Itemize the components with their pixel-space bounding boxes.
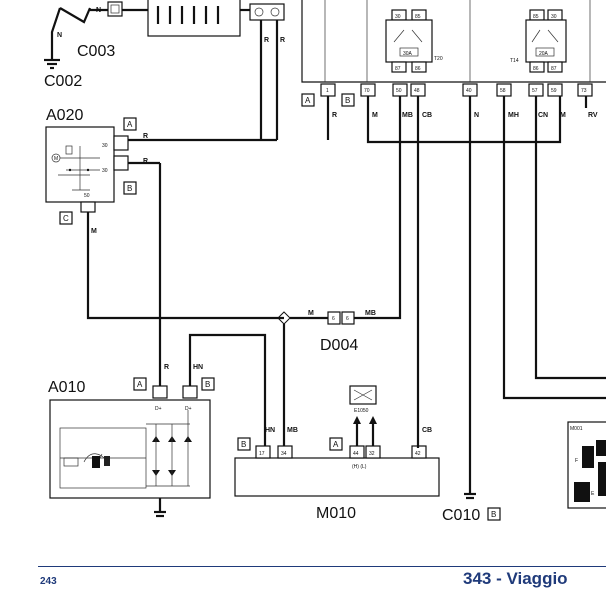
relay-t14-label: T14 — [510, 58, 519, 64]
pin-upper-57: 57 — [532, 88, 538, 94]
wire-label-n-pin40: N — [474, 112, 479, 119]
wire-label-hn-m010: HN — [265, 427, 275, 434]
tag-module-b: B — [345, 96, 350, 105]
pin-a020-50: 50 — [84, 193, 90, 199]
relay-t20-fuse: 30A — [403, 51, 413, 57]
wire-label-m-pin59: M — [560, 112, 566, 119]
m001-pin-e: E — [591, 491, 595, 497]
page-number: 243 — [40, 576, 57, 587]
wire-label-cb-m010: CB — [422, 427, 432, 434]
relay-t14-fuse: 20A — [539, 51, 549, 57]
battery-block — [147, 0, 250, 37]
relay-t14-pin-85: 85 — [533, 14, 539, 20]
pin-upper-70: 70 — [364, 88, 370, 94]
component-label-d004: D004 — [320, 337, 358, 354]
relay-t14-pin-30: 30 — [551, 14, 557, 20]
d004-pin-left: 6 — [332, 316, 335, 322]
relay-t20 — [385, 9, 433, 73]
pin-upper-73: 73 — [581, 88, 587, 94]
m010-pin-32: 32 — [369, 451, 375, 457]
wire-label-r-a020-mid: R — [143, 158, 148, 165]
relay-t14 — [525, 9, 567, 73]
diagnostic-e1050 — [349, 385, 377, 446]
wire-label-cn-pin57: CN — [538, 112, 548, 119]
pin-upper-58: 58 — [500, 88, 506, 94]
pin-upper-48: 48 — [414, 88, 420, 94]
relay-t20-pin-30: 30 — [395, 14, 401, 20]
m010-pin-42: 42 — [415, 451, 421, 457]
relay-t20-pin-86: 86 — [415, 66, 421, 72]
wire-label-mb-m010: MB — [287, 427, 298, 434]
wire-label-r-right: R — [280, 37, 285, 44]
component-label-c003: C003 — [77, 43, 115, 60]
wire-label-mb-pin50: MB — [402, 112, 413, 119]
page-title: 343 - Viaggio — [463, 569, 568, 588]
m001-label: M001 — [570, 426, 583, 432]
tag-a020-b: B — [127, 184, 132, 193]
wire-label-r-a010: R — [164, 364, 169, 371]
relay-t20-pin-85: 85 — [415, 14, 421, 20]
wire-label-r-left: R — [264, 37, 269, 44]
tag-a010-a: A — [137, 380, 143, 389]
relay-a020: M — [45, 126, 129, 203]
tag-a020-c: C — [63, 214, 69, 223]
d004-pin-right: 6 — [346, 316, 349, 322]
m010-pin-34: 34 — [281, 451, 287, 457]
component-label-a010: A010 — [48, 379, 85, 396]
wire-label-r-pin1: R — [332, 112, 337, 119]
pin-upper-40: 40 — [466, 88, 472, 94]
footer-rule — [38, 566, 606, 567]
wire-label-r-a020-top: R — [143, 133, 148, 140]
tag-m010-b: B — [241, 440, 246, 449]
ground-c002 — [44, 7, 62, 70]
component-label-m010: M010 — [316, 505, 356, 522]
pin-a020-30-mid: 30 — [102, 168, 108, 174]
a010-terminal-d-plus-left: D+ — [155, 406, 162, 412]
fuse-connector — [249, 3, 285, 140]
svg-text:M: M — [54, 156, 58, 162]
wire-label-hn-a010: HN — [193, 364, 203, 371]
wire-label-m-a020: M — [91, 228, 97, 235]
wire-label-mh-pin58: MH — [508, 112, 519, 119]
pin-upper-59: 59 — [551, 88, 557, 94]
tag-module-a: A — [305, 96, 311, 105]
component-m001 — [567, 421, 606, 509]
relay-t20-pin-87: 87 — [395, 66, 401, 72]
m010-pin-17: 17 — [259, 451, 265, 457]
ecu-m010 — [234, 445, 440, 497]
wire-label-n-top: N — [96, 7, 101, 14]
a010-terminal-d-plus-right: D+ — [185, 406, 192, 412]
wire-label-mb-d004: MB — [365, 310, 376, 317]
relay-t14-pin-87: 87 — [551, 66, 557, 72]
wire-label-n: N — [57, 32, 62, 39]
wire-label-rv-pin73: RV — [588, 112, 598, 119]
m010-pin-44: 44 — [353, 451, 359, 457]
component-label-e1050: E1050 — [354, 408, 369, 414]
wire-label-m-pin70: M — [372, 112, 378, 119]
component-label-c002: C002 — [44, 73, 82, 90]
connector-c003 — [59, 1, 148, 24]
m010-signal: (H) (L) — [352, 464, 367, 470]
m001-pin-f: F — [575, 458, 578, 464]
wire-label-cb-pin48: CB — [422, 112, 432, 119]
pin-upper-1: 1 — [326, 88, 329, 94]
wire-label-m-d004: M — [308, 310, 314, 317]
tag-a010-b: B — [205, 380, 210, 389]
tag-c010-b: B — [491, 510, 496, 519]
alternator-a010 — [49, 399, 211, 518]
relay-t20-label: T20 — [434, 56, 443, 62]
tag-m010-a: A — [333, 440, 339, 449]
splice-d004 — [277, 311, 376, 448]
component-label-a020: A020 — [46, 107, 83, 124]
pin-upper-50: 50 — [396, 88, 402, 94]
relay-t14-pin-86: 86 — [533, 66, 539, 72]
pin-a020-30-top: 30 — [102, 143, 108, 149]
component-label-c010: C010 — [442, 507, 480, 524]
tag-a020-a: A — [127, 120, 133, 129]
